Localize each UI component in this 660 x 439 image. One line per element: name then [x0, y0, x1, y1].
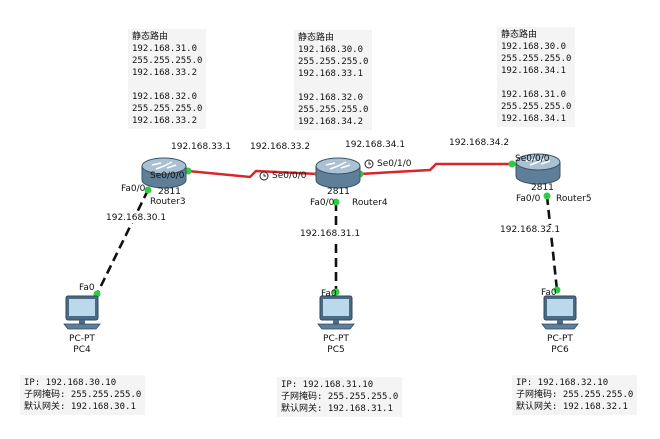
ip-label-r4-fa: 192.168.31.1 [300, 229, 361, 239]
port-label: Fa0/0 [121, 184, 146, 194]
note-line: 子网掩码: 255.255.255.0 [24, 390, 142, 400]
pc-config-note-pc4: IP: 192.168.30.10 子网掩码: 255.255.255.0 默认网关… [20, 375, 146, 415]
note-line: 255.255.255.0 [298, 57, 369, 67]
note-line: 子网掩码: 255.255.255.0 [281, 392, 399, 402]
clock-icon [364, 159, 374, 169]
port-label: Se0/0/0 [272, 171, 307, 181]
pc-icon[interactable] [541, 295, 579, 330]
note-line: 默认网关: 192.168.30.1 [24, 402, 136, 412]
note-line: 192.168.34.2 [298, 117, 364, 127]
route-note-router5: 静态路由 192.168.30.0 255.255.255.0 192.168.34.… [497, 27, 576, 127]
serial-link-r4-r5 [359, 162, 512, 176]
pc-port-label: Fa0 [541, 288, 557, 298]
port-label: Se0/0/0 [515, 154, 550, 164]
router-icon[interactable] [141, 157, 187, 189]
note-line [132, 79, 202, 91]
route-note-router4: 静态路由 192.168.30.0 255.255.255.0 192.168.33.… [294, 30, 373, 130]
note-line: 192.168.34.1 [501, 66, 567, 76]
note-line: IP: 192.168.30.10 [24, 378, 117, 388]
pc-name: PC4 [73, 345, 91, 355]
note-line: 默认网关: 192.168.31.1 [281, 404, 393, 414]
pc-icon[interactable] [317, 295, 355, 330]
note-line: 192.168.30.0 [501, 42, 567, 52]
ethernet-link-r3-pc4 [95, 189, 150, 295]
ip-label-r3-fa: 192.168.30.1 [106, 213, 167, 223]
note-line: 255.255.255.0 [298, 105, 369, 115]
port-label: Fa0/0 [516, 194, 541, 204]
note-line: 192.168.33.2 [132, 116, 198, 126]
router-model-label: 2811 [158, 187, 181, 197]
pc-config-note-pc6: IP: 192.168.32.10 子网掩码: 255.255.255.0 默认网关… [512, 375, 638, 415]
serial-link-r3-r4 [187, 169, 319, 179]
router-model-label: 2811 [327, 187, 350, 197]
note-line [298, 80, 368, 92]
ip-label-r4-se1: 192.168.34.1 [345, 140, 406, 150]
route-note-router3: 静态路由 192.168.31.0 255.255.255.0 192.168.33.… [128, 29, 207, 129]
note-line: 255.255.255.0 [132, 56, 203, 66]
note-line: 子网掩码: 255.255.255.0 [516, 390, 634, 400]
note-line: 默认网关: 192.168.32.1 [516, 402, 628, 412]
pc-type: PC-PT [323, 334, 349, 344]
router-name-label: Router3 [150, 197, 186, 207]
port-label: Fa0/0 [310, 198, 335, 208]
ip-label-r5-se: 192.168.34.2 [449, 138, 510, 148]
note-line: 192.168.33.2 [132, 68, 198, 78]
port-label: Se0/1/0 [377, 159, 412, 169]
pc-name: PC6 [551, 345, 569, 355]
note-line: 192.168.30.0 [298, 45, 364, 55]
note-title: 静态路由 [298, 33, 335, 43]
ip-label-r4-se0: 192.168.33.2 [250, 142, 311, 152]
note-line: 255.255.255.0 [132, 104, 203, 114]
note-line: 192.168.31.0 [132, 44, 198, 54]
note-line: IP: 192.168.32.10 [516, 378, 609, 388]
port-dot [508, 160, 516, 168]
pc-port-label: Fa0 [79, 283, 95, 293]
port-dot [543, 192, 551, 200]
note-title: 静态路由 [501, 30, 538, 40]
pc-type: PC-PT [69, 334, 95, 344]
port-dot [553, 286, 561, 294]
port-dot [144, 186, 152, 194]
note-line: 192.168.32.0 [298, 93, 364, 103]
note-title: 静态路由 [132, 32, 169, 42]
pc-port-label: Fa0 [321, 289, 337, 299]
port-label: Se0/0/0 [150, 171, 185, 181]
ip-label-r3-se: 192.168.33.1 [171, 142, 232, 152]
pc-config-note-pc5: IP: 192.168.31.10 子网掩码: 255.255.255.0 默认网关… [277, 377, 403, 417]
note-line: 192.168.34.1 [501, 114, 567, 124]
port-dot [332, 198, 340, 206]
router-name-label: Router5 [556, 194, 592, 204]
note-line [501, 77, 571, 89]
ip-label-r5-fa: 192.168.32.1 [500, 225, 561, 235]
pc-type: PC-PT [547, 334, 573, 344]
note-line: 192.168.32.0 [132, 92, 198, 102]
router-icon[interactable] [515, 153, 561, 185]
pc-name: PC5 [327, 345, 345, 355]
ethernet-link-r5-pc6 [545, 195, 559, 291]
note-line: 192.168.31.0 [501, 90, 567, 100]
clock-icon [259, 171, 269, 181]
note-line: IP: 192.168.31.10 [281, 380, 374, 390]
note-line: 255.255.255.0 [501, 54, 572, 64]
router-model-label: 2811 [531, 183, 554, 193]
note-line: 255.255.255.0 [501, 102, 572, 112]
port-dot [332, 288, 340, 296]
note-line: 192.168.33.1 [298, 69, 364, 79]
router-icon[interactable] [315, 157, 361, 189]
router-name-label: Router4 [352, 198, 388, 208]
pc-icon[interactable] [63, 295, 101, 330]
